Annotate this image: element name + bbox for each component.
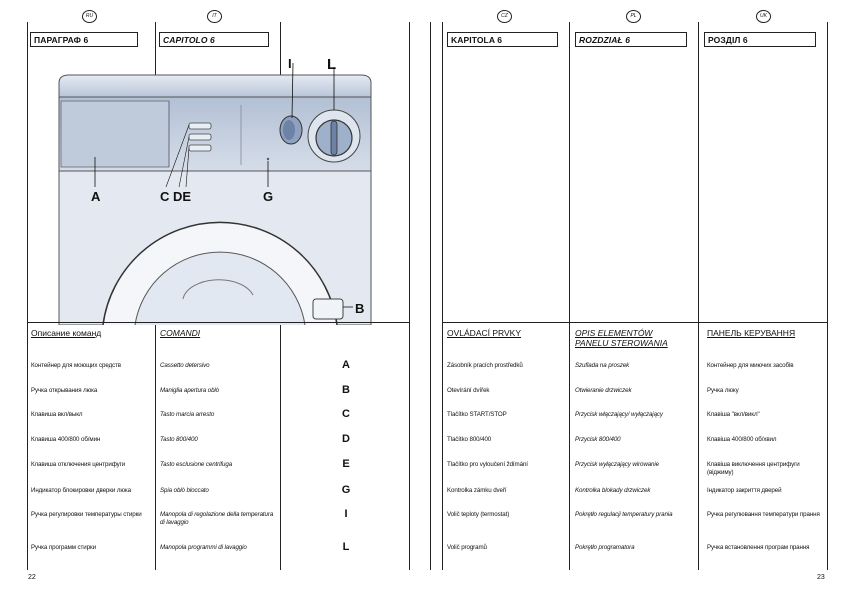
control-letter: D [342,433,350,445]
section-header-it: CAPITOLO 6 [159,32,269,47]
control-desc-cz: Zásobník pracích prostředků [447,362,523,369]
control-letter: G [341,484,351,496]
control-desc-ru: Клавиша вкл/выкл [31,411,83,418]
section-divider [27,322,409,323]
right-page: CZ PL UK KAPITOLA 6 ROZDZIAŁ 6 РОЗДІЛ 6 … [430,0,842,595]
control-desc-cz: Volič programů [447,544,487,551]
control-letter: B [342,384,350,396]
control-desc-uk: Контейнер для миючих засобів [707,362,794,369]
control-desc-cz: Otevírání dvířek [447,387,490,394]
control-desc-ru: Клавиша отключения центрифуги [31,461,126,468]
callout-a: A [91,189,101,204]
column-divider [569,22,570,570]
control-desc-uk: Клавіша 400/800 об/хвил [707,436,777,443]
control-desc-pl: Kontrolka blokady drzwiczek [575,487,651,494]
column-title-ru: Описание команд [31,328,102,338]
control-desc-it: Manopola programmi di lavaggio [160,544,247,551]
control-letter: E [342,458,350,470]
control-desc-it: Tasto esclusione centrifuga [160,461,233,468]
control-desc-pl: Przycisk wyłączający wirowanie [575,461,659,468]
callout-cde: C DE [160,189,192,204]
callout-g: G [263,189,274,204]
washing-machine-illustration [58,62,372,325]
section-header-pl: ROZDZIAŁ 6 [575,32,687,47]
control-desc-cz: Volič teploty (termostat) [447,511,510,518]
control-desc-pl: Przycisk włączający/ wyłączający [575,411,663,418]
control-desc-cz: Tlačítko START/STOP [447,411,507,418]
lang-badge-cz: CZ [497,10,512,23]
lang-badge-it: IT [207,10,222,23]
control-desc-it: Manopola di regolazione della temperatur… [160,511,274,526]
control-letter: I [344,508,348,520]
control-desc-it: Spia oblò bloccato [160,487,209,494]
column-divider [27,22,28,570]
control-desc-cz: Tlačítko 800/400 [447,436,492,443]
column-divider [430,22,431,570]
column-title-pl: OPIS ELEMENTÓW PANELU STEROWANIA [575,328,668,348]
column-divider [698,22,699,570]
control-desc-ru: Ручка регулировки температуры стирки [31,511,142,518]
control-desc-it: Cassetto detersivo [160,362,210,369]
column-title-uk: ПАНЕЛЬ КЕРУВАННЯ [707,328,796,338]
control-desc-uk: Ручка встановлення програм прання [707,544,810,551]
control-desc-uk: Ручка люку [707,387,739,394]
section-divider [442,322,827,323]
control-desc-ru: Индикатор блокировки дверки люка [31,487,131,494]
callout-b: B [355,301,365,316]
control-letter: L [342,541,350,553]
control-desc-pl: Pokrętło regulacji temperatury prania [575,511,673,518]
control-desc-it: Tasto marcia arresto [160,411,215,418]
section-header-cz: KAPITOLA 6 [447,32,558,47]
control-desc-pl: Pokrętło programatora [575,544,635,551]
control-letter: C [342,408,350,420]
control-desc-uk: Клавіша "вкл/викл" [707,411,760,418]
section-header-uk: РОЗДІЛ 6 [704,32,816,47]
control-letter: A [342,359,350,371]
column-title-it: COMANDI [160,328,201,338]
control-desc-cz: Tlačítko pro vyloučení ždímání [447,461,528,468]
page-number: 23 [817,574,825,581]
control-desc-uk: Клавіша виключення центрифуги (віджиму) [707,461,800,476]
control-desc-pl: Przycisk 800/400 [575,436,621,443]
left-page: RU IT ПАРАГРАФ 6 CAPITOLO 6 [0,0,410,595]
lang-badge-uk: UK [756,10,771,23]
column-divider [442,22,443,570]
lang-badge-pl: PL [626,10,641,23]
page-number: 22 [28,574,36,581]
control-desc-ru: Контейнер для моющих средств [31,362,121,369]
column-title-cz: OVLÁDACÍ PRVKY [447,328,522,338]
section-header-ru: ПАРАГРАФ 6 [30,32,138,47]
control-desc-pl: Szuflada na proszek [575,362,630,369]
column-divider [409,22,410,570]
callout-l: L [327,56,337,73]
lang-badge-ru: RU [82,10,97,23]
control-desc-it: Maniglia apertura oblò [160,387,220,394]
control-desc-pl: Otwieranie drzwiczek [575,387,632,394]
control-desc-ru: Клавиша 400/800 об/мин [31,436,101,443]
control-desc-ru: Ручка программ стирки [31,544,96,551]
control-desc-cz: Kontrolka zámku dveří [447,487,507,494]
control-desc-uk: Ручка регулювання температури прання [707,511,820,518]
control-desc-uk: Індикатор закриття дверей [707,487,782,494]
callout-i: I [288,56,292,71]
column-divider [827,22,828,570]
control-desc-it: Tasto 800/400 [160,436,198,443]
control-desc-ru: Ручка открывания люка [31,387,98,394]
